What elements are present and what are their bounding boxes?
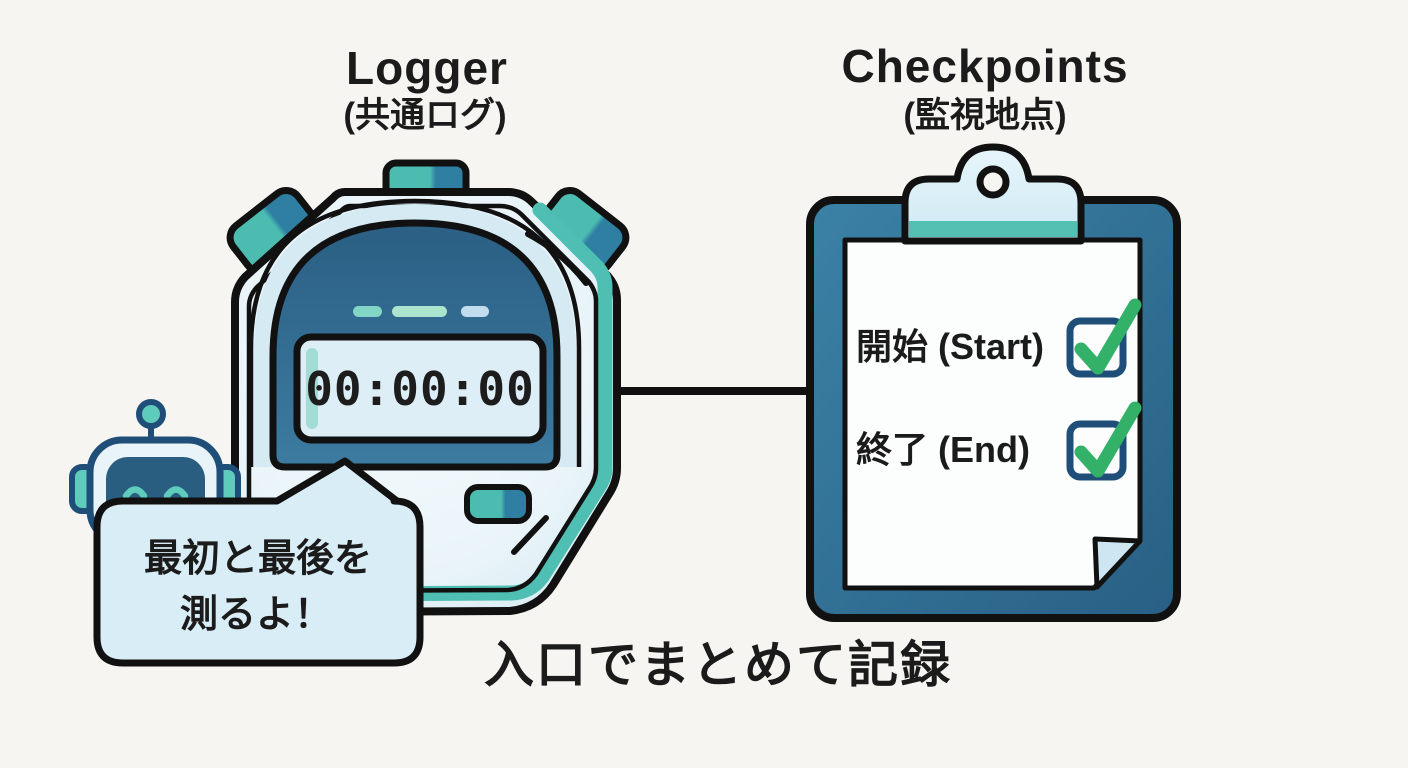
robot-right-eye (163, 486, 189, 500)
speech-text-line2: 測るよ！ (179, 594, 333, 636)
paper-fold-corner (1092, 536, 1143, 590)
checkbox-checked-icon-end (1066, 401, 1142, 481)
logger-title: Logger (346, 42, 508, 94)
clip-hole (976, 165, 1010, 199)
stopwatch-lower-button (464, 484, 532, 524)
robot-antenna-ball (136, 399, 166, 429)
stopwatch-teal-edge (332, 202, 613, 602)
stopwatch-display-panel (293, 333, 547, 444)
checklist-item-end: 終了 (End) (856, 429, 1030, 470)
stopwatch-dome-arc (248, 198, 582, 467)
speech-bubble (93, 457, 424, 667)
clipboard-paper (842, 237, 1143, 591)
stopwatch-inner-outline (246, 203, 599, 594)
dome-dash-1 (353, 306, 382, 317)
stopwatch-dome-halo (254, 203, 576, 467)
clipboard-illustration (806, 143, 1181, 622)
dome-dash-2 (392, 306, 447, 317)
checkbox-checked-icon-start (1066, 298, 1142, 378)
clip-teal-strip (909, 221, 1077, 237)
checkpoints-title: Checkpoints (841, 40, 1129, 92)
stopwatch-display: 00:00:00 (305, 361, 535, 416)
dome-dash-3 (461, 306, 489, 317)
robot-left-eye (122, 486, 148, 500)
stopwatch-highlight-arc (525, 231, 589, 286)
checklist-item-start: 開始 (Start) (856, 326, 1044, 367)
logger-subtitle: (共通ログ) (343, 96, 507, 135)
checkpoints-subtitle: (監視地点) (903, 96, 1067, 135)
bottom-caption: 入口でまとめて記録 (484, 637, 952, 693)
speech-text-line1: 最初と最後を (143, 538, 373, 580)
stopwatch-highlight-line (511, 515, 549, 555)
display-teal-accent (306, 348, 318, 429)
